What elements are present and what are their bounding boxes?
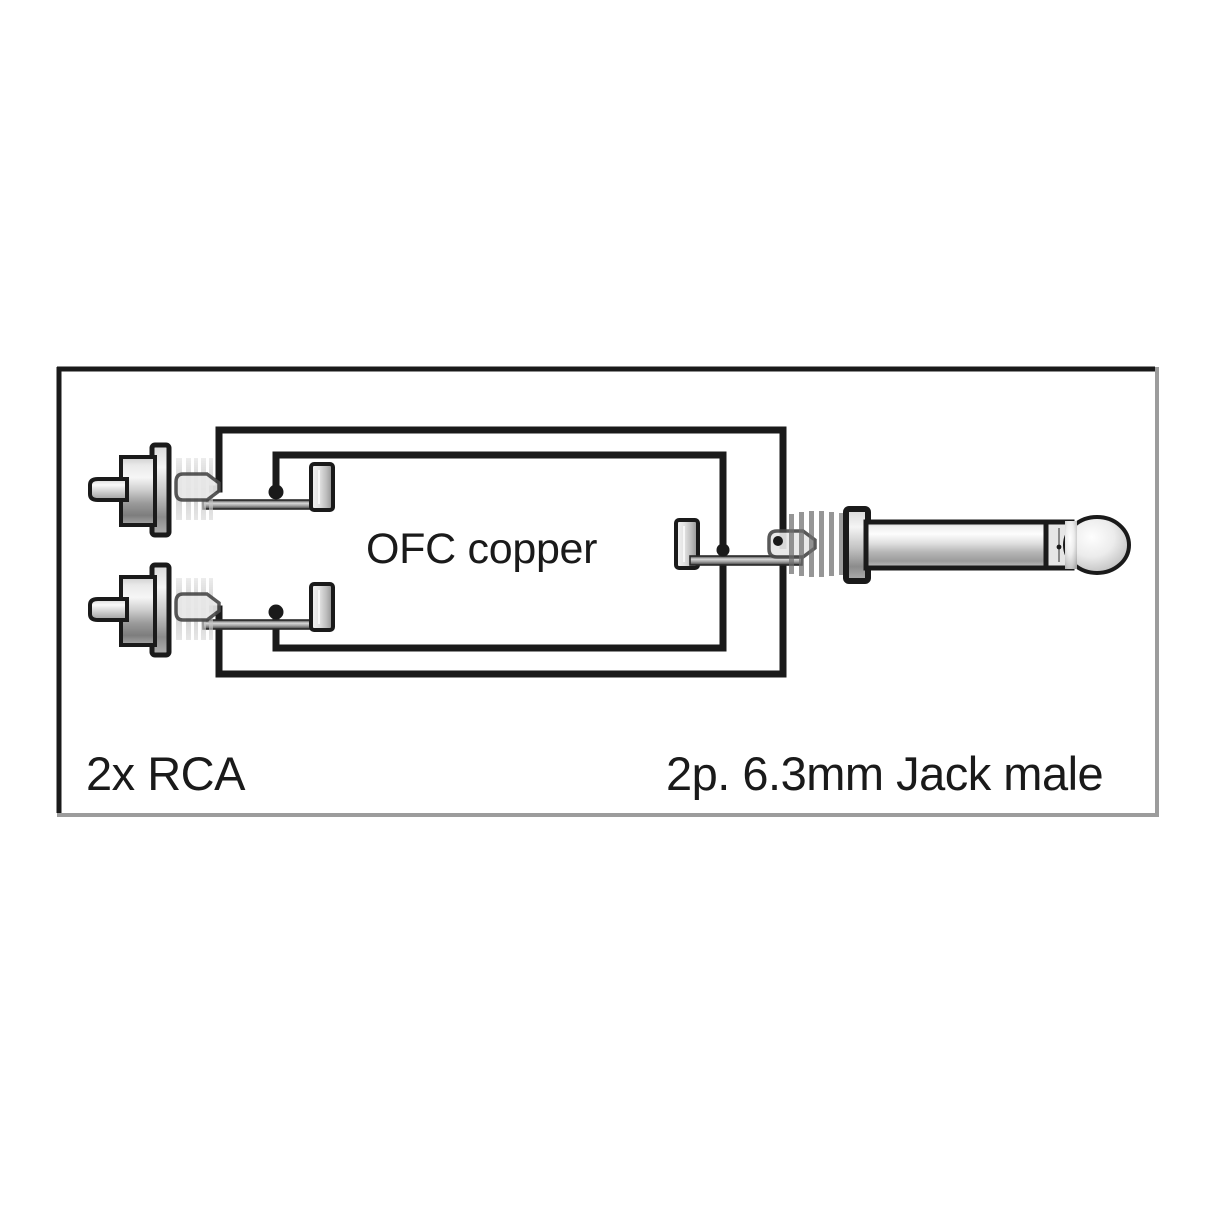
rca-connector-top [88, 442, 335, 538]
rca-bottom-solder-lug [309, 582, 335, 632]
jack-junction-dot [716, 543, 730, 557]
jack-tip [1063, 515, 1131, 575]
label-left-connector: 2x RCA [86, 747, 246, 800]
jack-connector [674, 506, 1131, 584]
rca-bottom-center-pin [88, 597, 129, 622]
rca-connector-bottom [88, 562, 335, 658]
rca-bottom-cable-boot [174, 592, 221, 622]
rca-top-shield-wire [202, 499, 327, 510]
rca-top-center-pin [88, 477, 129, 502]
label-center-ofc-copper: OFC copper [366, 525, 597, 573]
jack-strain-relief [789, 511, 844, 577]
rca-top-cable-boot [174, 472, 221, 502]
rca-top-solder-lug [309, 462, 335, 512]
wire-top-ground [272, 451, 727, 554]
rca-bottom-junction-dot [268, 604, 284, 620]
rca-top-junction-dot [268, 484, 284, 500]
jack-tip-solder-lug [674, 518, 700, 570]
diagram-frame [56, 366, 1159, 817]
jack-sleeve [863, 519, 1049, 571]
rca-bottom-shield-wire [202, 619, 327, 630]
label-right-connector: 2p. 6.3mm Jack male [666, 747, 1103, 800]
